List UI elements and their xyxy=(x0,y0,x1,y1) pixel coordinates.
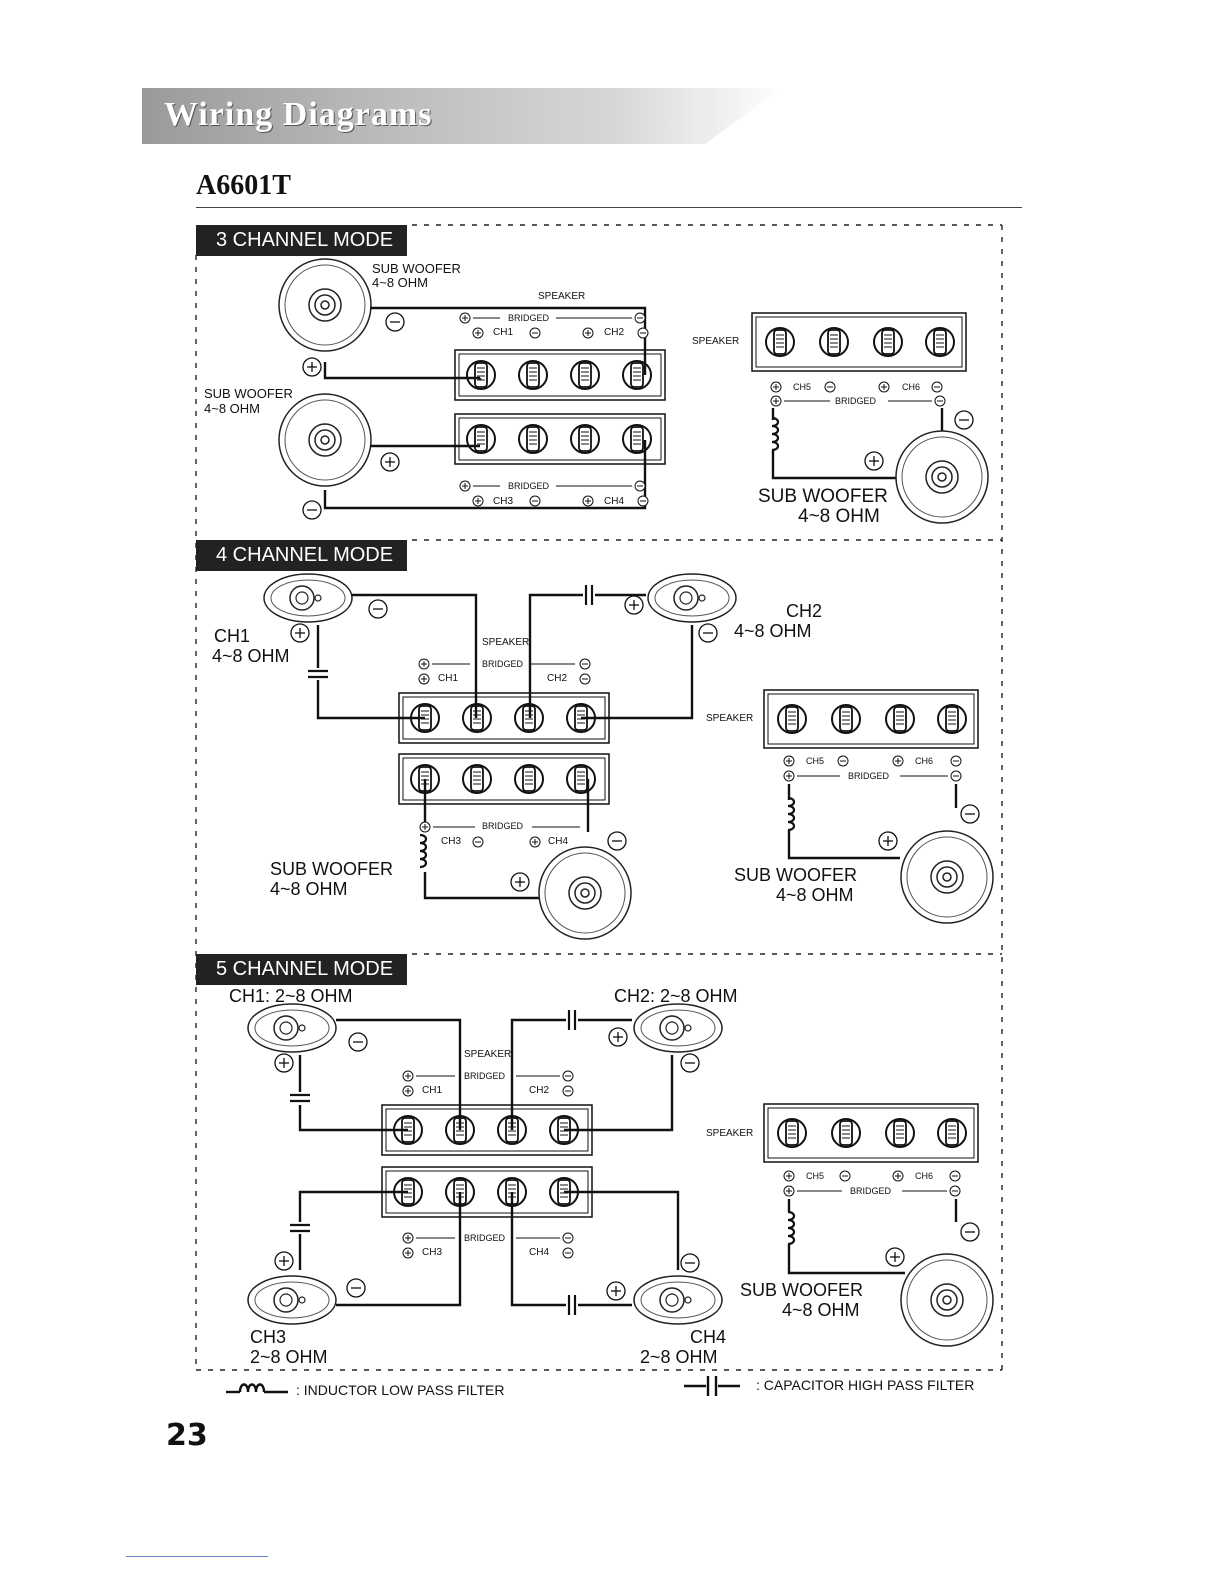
right-sub-ohm: 4~8 OHM xyxy=(798,506,880,527)
right-bridged-label-4ch: BRIDGED xyxy=(848,771,890,781)
header-title: Wiring Diagrams xyxy=(164,96,433,133)
ch1-title: CH1: 2~8 OHM xyxy=(229,986,353,1006)
legend-inductor-icon xyxy=(226,1383,288,1394)
sub-left-ohm: 4~8 OHM xyxy=(270,879,348,899)
right-bridged-label: BRIDGED xyxy=(835,396,877,406)
speaker-label: SPEAKER xyxy=(538,291,586,302)
ch4-label-4ch: CH4 xyxy=(548,836,569,847)
bridged-label-4ch: BRIDGED xyxy=(482,659,524,669)
bottom-bridged-label-4ch: BRIDGED xyxy=(482,821,524,831)
sub-right-ohm: 4~8 OHM xyxy=(776,885,854,905)
legend-capacitor-text: : CAPACITOR HIGH PASS FILTER xyxy=(756,1377,975,1393)
right-bridged-label-5ch: BRIDGED xyxy=(850,1186,892,1196)
legend-capacitor-icon xyxy=(684,1376,740,1396)
ch4-label-5ch: CH4 xyxy=(529,1247,550,1258)
sub-right-name-5ch: SUB WOOFER xyxy=(740,1280,864,1300)
three-channel-diagram xyxy=(278,258,989,524)
ch3-label: CH3 xyxy=(493,496,514,507)
ch2-ohm: 4~8 OHM xyxy=(734,621,812,641)
mode-label-3ch: 3 CHANNEL MODE xyxy=(196,225,408,256)
ch3-label-5ch: CH3 xyxy=(422,1247,443,1258)
sub-right-ohm-5ch: 4~8 OHM xyxy=(782,1300,860,1320)
bridged-label: BRIDGED xyxy=(508,313,550,323)
sub-a-ohm: 4~8 OHM xyxy=(372,275,428,290)
ch1-label: CH1 xyxy=(493,327,514,338)
ch3-name: CH3 xyxy=(250,1327,287,1347)
dashed-frame xyxy=(195,224,1003,1371)
ch5-label-5ch: CH5 xyxy=(806,1171,825,1181)
bridged-label-5ch: BRIDGED xyxy=(464,1071,506,1081)
five-channel-diagram xyxy=(247,1003,994,1347)
right-sub-name: SUB WOOFER xyxy=(758,486,888,507)
mode-label-4ch: 4 CHANNEL MODE xyxy=(196,540,408,571)
ch5-label-4ch: CH5 xyxy=(806,756,825,766)
header-band xyxy=(142,88,782,144)
sub-left-name: SUB WOOFER xyxy=(270,859,394,879)
legend-inductor-text: : INDUCTOR LOW PASS FILTER xyxy=(296,1382,505,1398)
ch2-label-4ch: CH2 xyxy=(547,673,568,684)
ch6-label-5ch: CH6 xyxy=(915,1171,934,1181)
right-speaker-label-5ch: SPEAKER xyxy=(706,1128,754,1139)
speaker-label-4ch: SPEAKER xyxy=(482,637,530,648)
ch2-title: CH2: 2~8 OHM xyxy=(614,986,738,1006)
ch1-name: CH1 xyxy=(214,626,251,646)
ch1-label-4ch: CH1 xyxy=(438,673,459,684)
page-number: 23 xyxy=(166,1418,208,1453)
ch3-label-4ch: CH3 xyxy=(441,836,462,847)
ch2-label: CH2 xyxy=(604,327,625,338)
ch5-label: CH5 xyxy=(793,382,812,392)
sub-b-name: SUB WOOFER xyxy=(204,386,293,401)
right-speaker-label: SPEAKER xyxy=(692,336,740,347)
bridged-bottom-label: BRIDGED xyxy=(508,481,550,491)
four-channel-diagram xyxy=(263,573,994,940)
speaker-label-5ch: SPEAKER xyxy=(464,1049,512,1060)
ch4-name: CH4 xyxy=(690,1327,727,1347)
ch1-label-5ch: CH1 xyxy=(422,1085,443,1096)
ch4-label: CH4 xyxy=(604,496,625,507)
ch6-label-4ch: CH6 xyxy=(915,756,934,766)
model-title: A6601T xyxy=(196,170,291,201)
sub-a-name: SUB WOOFER xyxy=(372,261,461,276)
ch1-ohm: 4~8 OHM xyxy=(212,646,290,666)
sub-b-ohm: 4~8 OHM xyxy=(204,401,260,416)
sub-right-name: SUB WOOFER xyxy=(734,865,858,885)
right-speaker-label-4ch: SPEAKER xyxy=(706,713,754,724)
bottom-link-line xyxy=(126,1556,268,1557)
ch2-label-5ch: CH2 xyxy=(529,1085,550,1096)
mode-label-5ch: 5 CHANNEL MODE xyxy=(196,954,408,985)
title-rule xyxy=(196,207,1022,208)
ch2-name: CH2 xyxy=(786,601,823,621)
ch3-ohm: 2~8 OHM xyxy=(250,1347,328,1367)
ch4-ohm: 2~8 OHM xyxy=(640,1347,718,1367)
ch6-label: CH6 xyxy=(902,382,921,392)
bottom-bridged-label-5ch: BRIDGED xyxy=(464,1233,506,1243)
